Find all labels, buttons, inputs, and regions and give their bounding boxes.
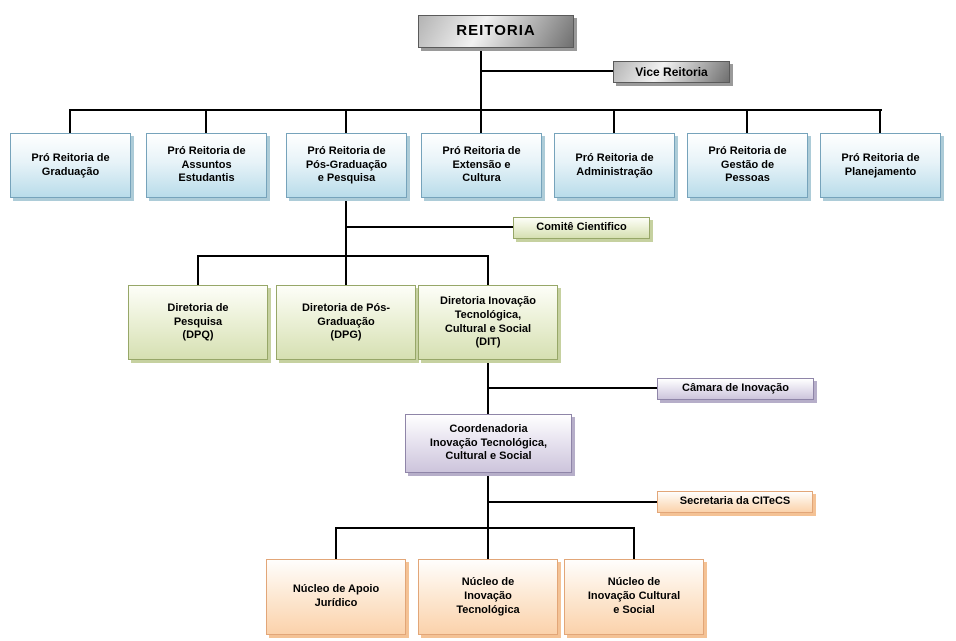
connector-green-bus (197, 255, 489, 257)
node-pro-reitoria-planejamento: Pró Reitoria de Planejamento (820, 133, 941, 198)
connector-drop-dir0 (197, 255, 199, 285)
connector-secretaria-branch (487, 501, 657, 503)
node-pro-reitoria-administracao: Pró Reitoria de Administração (554, 133, 675, 198)
connector-drop-pro0 (69, 109, 71, 133)
connector-main-bus (69, 109, 882, 111)
connector-drop-pro6 (879, 109, 881, 133)
connector-vice-branch (480, 70, 613, 72)
node-pro-reitoria-gestao: Pró Reitoria de Gestão de Pessoas (687, 133, 808, 198)
node-pro-reitoria-graduacao: Pró Reitoria de Graduação (10, 133, 131, 198)
node-secretaria-citecs: Secretaria da CITeCS (657, 491, 813, 513)
connector-drop-pro3 (480, 109, 482, 133)
connector-drop-pro4 (613, 109, 615, 133)
node-pro-reitoria-pos-graduacao: Pró Reitoria de Pós-Graduação e Pesquisa (286, 133, 407, 198)
connector-camara-branch (487, 387, 657, 389)
node-nucleo-apoio-juridico: Núcleo de Apoio Jurídico (266, 559, 406, 635)
connector-drop-dir2 (487, 255, 489, 285)
connector-root-stem (480, 48, 482, 111)
connector-drop-nuc1 (487, 527, 489, 559)
node-diretoria-pesquisa: Diretoria de Pesquisa (DPQ) (128, 285, 268, 360)
connector-drop-pro2 (345, 109, 347, 133)
connector-orange-bus (335, 527, 635, 529)
connector-drop-pro1 (205, 109, 207, 133)
node-pro-reitoria-assuntos: Pró Reitoria de Assuntos Estudantis (146, 133, 267, 198)
node-diretoria-inovacao: Diretoria Inovação Tecnológica, Cultural… (418, 285, 558, 360)
node-vice-reitoria: Vice Reitoria (613, 61, 730, 83)
node-reitoria: REITORIA (418, 15, 574, 48)
connector-comite-branch (345, 226, 513, 228)
node-pro-reitoria-extensao: Pró Reitoria de Extensão e Cultura (421, 133, 542, 198)
node-nucleo-inovacao-cultural: Núcleo de Inovação Cultural e Social (564, 559, 704, 635)
connector-drop-nuc0 (335, 527, 337, 559)
node-diretoria-pos-graduacao: Diretoria de Pós- Graduação (DPG) (276, 285, 416, 360)
connector-drop-nuc2 (633, 527, 635, 559)
node-camara-inovacao: Câmara de Inovação (657, 378, 814, 400)
node-nucleo-inovacao-tecnologica: Núcleo de Inovação Tecnológica (418, 559, 558, 635)
node-coordenadoria-inovacao: Coordenadoria Inovação Tecnológica, Cult… (405, 414, 572, 473)
node-comite-cientifico: Comitê Cientifico (513, 217, 650, 239)
connector-drop-pro5 (746, 109, 748, 133)
connector-drop-dir1 (345, 255, 347, 285)
